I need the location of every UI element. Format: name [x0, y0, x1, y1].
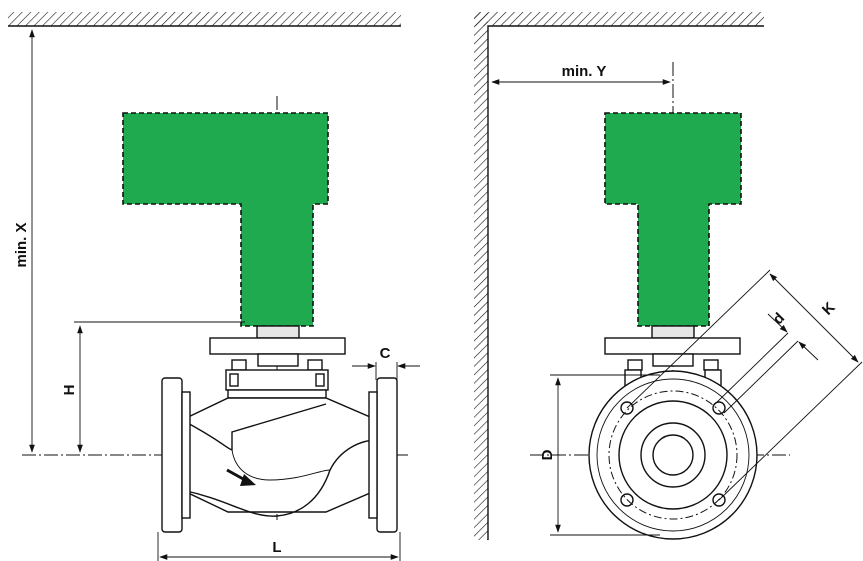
front-view: min. X H C L: [8, 12, 420, 561]
bolt-holes: [620, 401, 726, 507]
stem-front: [257, 353, 299, 367]
label-h: H: [61, 385, 78, 396]
dim-h: H: [61, 321, 245, 453]
label-c: C: [380, 345, 391, 362]
dim-d: D: [539, 374, 660, 536]
dim-min-y: min. Y: [491, 63, 671, 85]
dim-c: C: [352, 345, 420, 380]
label-d-small: d: [770, 310, 789, 329]
dim-min-x: min. X: [13, 29, 35, 453]
flange-right-front: [368, 377, 398, 533]
side-view: min. Y: [474, 12, 863, 540]
corner-wall-side: [474, 12, 764, 540]
label-min-y: min. Y: [562, 63, 607, 80]
ceiling-wall-front: [8, 12, 401, 27]
label-l: L: [272, 539, 281, 556]
flange-face-side: [588, 370, 758, 540]
actuator-side: [604, 112, 742, 327]
flow-direction-arrow: [226, 468, 256, 486]
coupling-front: [256, 325, 300, 339]
stem-side: [652, 353, 694, 367]
label-k: K: [819, 299, 839, 319]
yoke-plate-side: [604, 337, 741, 355]
valve-body-front: [181, 397, 378, 513]
flange-left-front: [161, 377, 191, 533]
label-min-x: min. X: [13, 222, 30, 267]
actuator-front: [122, 112, 329, 327]
coupling-side: [651, 325, 695, 339]
yoke-plate-front: [209, 337, 346, 355]
label-d: D: [539, 449, 556, 460]
dim-l: L: [157, 532, 401, 561]
